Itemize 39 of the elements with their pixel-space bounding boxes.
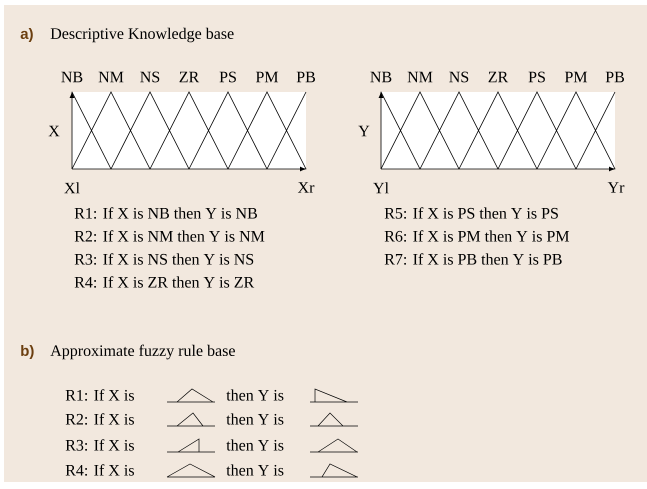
rule-text: R5: If X is PS then Y is PS	[384, 207, 558, 219]
panel-letter: a)	[20, 28, 33, 42]
axis-label: NB	[370, 72, 392, 82]
axis-label: Xl	[64, 182, 80, 194]
axis-label: X	[48, 126, 60, 136]
rule-text: R7: If X is PB then Y is PB	[384, 253, 562, 265]
axis-label: PB	[296, 72, 316, 82]
rule-text: R4: If X is	[66, 464, 134, 476]
panel-heading: Descriptive Knowledge base	[50, 28, 234, 42]
axis-label: ZR	[488, 72, 508, 82]
axis-label: Xr	[298, 182, 314, 193]
rule-text: then Y is	[226, 413, 284, 425]
panel-letter: b)	[21, 345, 34, 359]
axis-label: PM	[256, 72, 278, 82]
rule-text: R2: If X is NM then Y is NM	[74, 230, 264, 242]
rule-text: R3: If X is NS then Y is NS	[74, 253, 254, 265]
rule-text: R4: If X is ZR then Y is ZR	[74, 276, 254, 288]
axis-label: Yr	[608, 182, 624, 193]
rule-text: then Y is	[226, 389, 284, 401]
axis-label: NM	[408, 72, 432, 82]
axis-label: PM	[564, 72, 588, 82]
axis-label: ZR	[180, 72, 200, 82]
axis-label: NB	[61, 72, 82, 82]
rule-text: R3: If X is	[66, 439, 134, 451]
rule-text: R6: If X is PM then Y is PM	[384, 230, 570, 242]
rule-text: R1: If X is	[66, 389, 134, 401]
rule-text: then Y is	[226, 464, 284, 476]
axis-label: Y	[358, 126, 370, 136]
axis-label: Yl	[373, 182, 389, 194]
rule-text: R2: If X is	[66, 413, 134, 425]
axis-label: NS	[140, 72, 160, 82]
axis-label: PS	[220, 72, 236, 82]
axis-label: PS	[528, 72, 545, 82]
rule-text: then Y is	[226, 439, 284, 451]
axis-label: NM	[98, 72, 124, 82]
axis-label: PB	[606, 72, 624, 82]
rule-text: R1: If X is NB then Y is NB	[74, 207, 257, 219]
panel-heading: Approximate fuzzy rule base	[50, 344, 235, 360]
axis-label: NS	[449, 72, 468, 82]
